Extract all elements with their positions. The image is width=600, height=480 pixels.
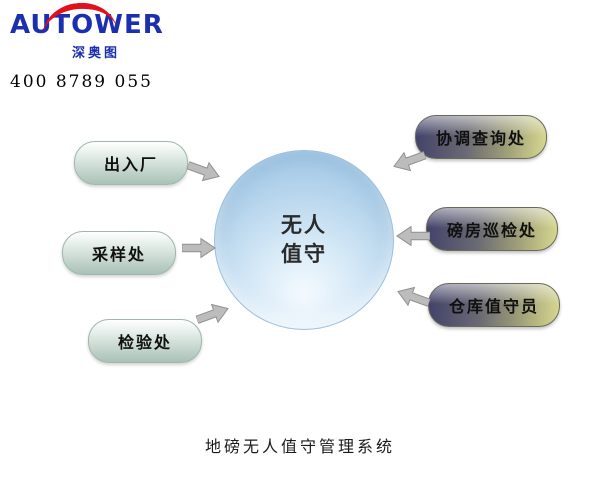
node-inspection[interactable]: 检验处 [88,319,202,363]
arrow-entry-exit-icon [184,155,223,187]
hub-label-line2: 值守 [281,243,327,266]
node-warehouse-keeper-label: 仓库值守员 [448,299,539,316]
phone-number: 400 8789 055 [10,72,153,92]
node-sampling[interactable]: 采样处 [62,231,176,275]
node-weighroom-patrol[interactable]: 磅房巡检处 [426,207,558,251]
node-coordination-inquiry[interactable]: 协调查询处 [415,115,547,159]
brand-subtitle: 深奥图 [72,45,121,60]
node-inspection-label: 检验处 [117,335,172,352]
hub-label-line1: 无人 [281,214,327,237]
node-entry-exit[interactable]: 出入厂 [74,141,188,185]
node-entry-exit-label: 出入厂 [103,157,158,174]
page-title: 地磅无人值守管理系统 [204,439,395,456]
logo: AUTOWER 深奥图 [10,0,170,61]
arrow-warehouse-keeper-icon [393,281,432,313]
node-weighroom-patrol-label: 磅房巡检处 [446,223,537,240]
arrow-weighroom-patrol-icon [396,225,430,247]
arrow-sampling-icon [182,237,216,259]
node-sampling-label: 采样处 [91,247,146,264]
arrow-coordination-inquiry-icon [389,145,428,177]
node-coordination-inquiry-label: 协调查询处 [435,131,526,148]
hub-circle: 无人 值守 [214,150,394,330]
arrow-inspection-icon [193,298,232,330]
node-warehouse-keeper[interactable]: 仓库值守员 [428,283,560,327]
brand-text: AUTOWER [10,10,164,40]
